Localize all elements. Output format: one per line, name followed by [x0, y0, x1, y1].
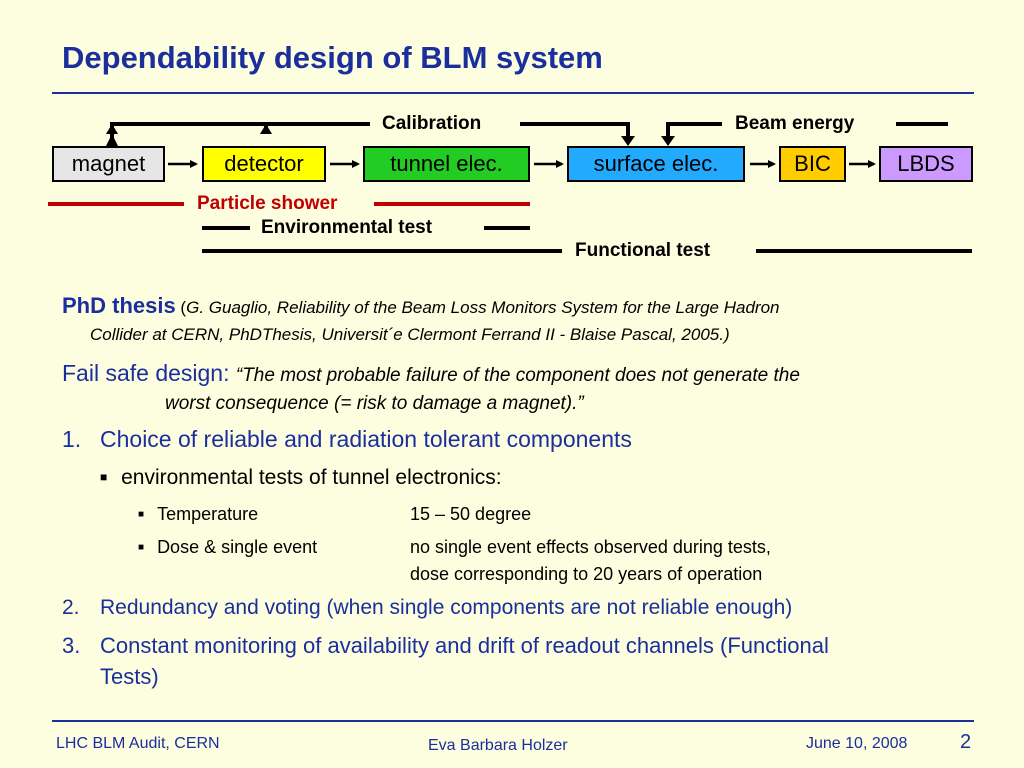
list-item-3: 3. Constant monitoring of availability a…	[62, 633, 829, 659]
calibration-line-left	[106, 122, 370, 146]
box-detector: detector	[202, 146, 326, 182]
dose-value-1: no single event effects observed during …	[410, 537, 771, 557]
list-item-1-num: 1.	[62, 426, 82, 452]
list-item-1: 1. Choice of reliable and radiation tole…	[62, 426, 632, 453]
phd-citation-2: Collider at CERN, PhDThesis, Universit´e…	[90, 325, 730, 344]
label-beam-energy: Beam energy	[735, 113, 855, 134]
beam-energy-line	[666, 122, 722, 138]
sub-bullet-text: environmental tests of tunnel electronic…	[121, 466, 502, 489]
phd-heading: PhD thesis	[62, 293, 176, 318]
box-surface-elec: surface elec.	[567, 146, 745, 182]
failsafe-line: Fail safe design: “The most probable fai…	[62, 360, 800, 387]
sub-bullet-env-tests: ■ environmental tests of tunnel electron…	[100, 466, 502, 490]
box-magnet: magnet	[52, 146, 165, 182]
phd-thesis-line: PhD thesis (G. Guaglio, Reliability of t…	[62, 293, 779, 319]
label-calibration: Calibration	[382, 113, 482, 134]
list-item-2: 2. Redundancy and voting (when single co…	[62, 596, 792, 620]
box-lbds: LBDS	[879, 146, 973, 182]
footer-left: LHC BLM Audit, CERN	[56, 735, 220, 752]
failsafe-label: Fail safe design:	[62, 360, 230, 386]
failsafe-quote-1: “The most probable failure of the compon…	[235, 365, 800, 386]
list-item-2-num: 2.	[62, 596, 80, 619]
page-number: 2	[960, 731, 972, 753]
detail-dose: ■ Dose & single event	[138, 537, 317, 558]
dose-label: Dose & single event	[157, 537, 318, 557]
slide-title: Dependability design of BLM system	[62, 40, 603, 75]
phd-paren: (	[175, 298, 187, 317]
list-item-3-num: 3.	[62, 633, 81, 658]
label-environmental-test: Environmental test	[261, 217, 433, 238]
list-item-2-text: Redundancy and voting (when single compo…	[100, 596, 793, 619]
diagram-lines	[48, 122, 972, 253]
square-bullet-icon: ■	[138, 509, 145, 520]
list-item-3-text-1: Constant monitoring of availability and …	[100, 633, 829, 658]
detail-temperature: ■ Temperature	[138, 504, 258, 525]
blm-chain-diagram: magnet detector tunnel elec. surface ele…	[0, 0, 1024, 290]
temperature-label: Temperature	[157, 504, 259, 524]
calibration-line-right	[520, 122, 630, 138]
dose-value-2: dose corresponding to 20 years of operat…	[410, 564, 763, 584]
phd-citation-1: G. Guaglio, Reliability of the Beam Loss…	[186, 298, 780, 317]
temperature-value: 15 – 50 degree	[410, 504, 532, 524]
footer-date: June 10, 2008	[806, 735, 908, 752]
failsafe-quote-2: worst consequence (= risk to damage a ma…	[165, 393, 584, 414]
footer-divider	[52, 720, 974, 722]
square-bullet-icon: ■	[100, 470, 108, 484]
list-item-1-text: Choice of reliable and radiation toleran…	[100, 426, 632, 452]
title-divider	[52, 92, 974, 94]
label-functional-test: Functional test	[575, 240, 711, 261]
label-particle-shower: Particle shower	[197, 193, 338, 214]
footer-author: Eva Barbara Holzer	[428, 737, 568, 754]
list-item-3-text-2: Tests)	[100, 664, 159, 689]
square-bullet-icon: ■	[138, 542, 145, 553]
box-bic: BIC	[779, 146, 846, 182]
box-tunnel-elec: tunnel elec.	[363, 146, 530, 182]
